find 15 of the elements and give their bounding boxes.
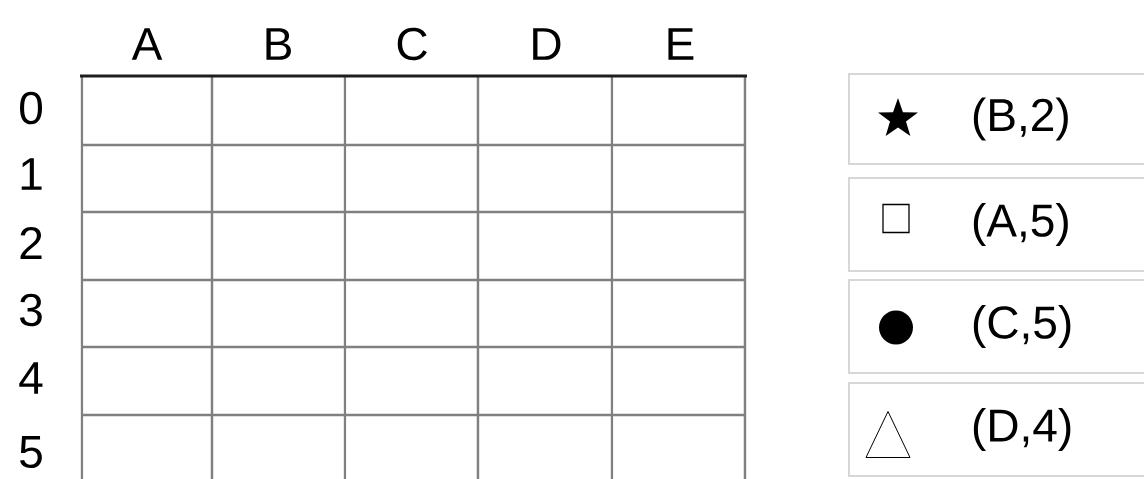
column-label: B xyxy=(266,28,291,60)
row-label: 4 xyxy=(19,362,43,394)
row-label: 5 xyxy=(20,435,42,469)
row-label: 3 xyxy=(20,293,42,327)
coordinate-box: (D,4) xyxy=(848,382,1144,477)
column-label: E xyxy=(668,28,694,60)
column-label: C xyxy=(397,27,427,61)
coordinate-box: (B,2) xyxy=(848,73,1144,165)
column-label: A xyxy=(131,28,163,60)
column-label: D xyxy=(533,28,561,60)
coordinate-box: (C,5) xyxy=(848,279,1144,374)
row-label: 0 xyxy=(20,91,42,125)
row-label: 1 xyxy=(21,158,42,190)
coordinate-box: (A,5) xyxy=(848,177,1144,272)
row-label: 2 xyxy=(20,226,42,260)
